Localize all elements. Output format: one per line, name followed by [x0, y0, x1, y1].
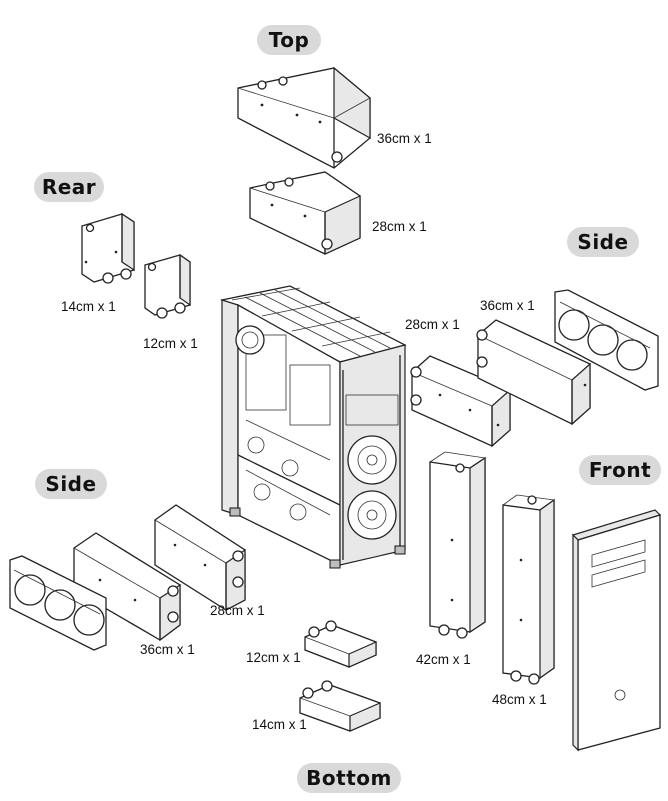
section-label-rear: Rear [34, 172, 104, 202]
radiator-side-left-28cm [154, 504, 246, 611]
size-label-top-36: 36cm x 1 [377, 131, 432, 146]
radiator-side-right-36cm [476, 319, 591, 426]
section-label-side-left: Side [35, 469, 107, 499]
radiator-bottom-14cm [299, 680, 381, 732]
size-label-bottom-12: 12cm x 1 [246, 650, 301, 665]
size-label-top-28: 28cm x 1 [372, 219, 427, 234]
radiator-bottom-12cm [304, 620, 377, 668]
size-label-side-left-28: 28cm x 1 [210, 603, 265, 618]
section-label-top: Top [257, 25, 321, 55]
size-label-front-42: 42cm x 1 [416, 652, 471, 667]
size-label-side-left-36: 36cm x 1 [140, 642, 195, 657]
computer-case [220, 285, 407, 569]
size-label-side-right-28: 28cm x 1 [405, 317, 460, 332]
radiator-rear-14cm [81, 212, 135, 284]
fan-bracket-side-left [9, 555, 107, 651]
size-label-rear-12: 12cm x 1 [143, 336, 198, 351]
radiator-rear-12cm [144, 253, 191, 319]
section-label-bottom: Bottom [297, 763, 401, 793]
size-label-front-48: 48cm x 1 [492, 692, 547, 707]
section-label-front: Front [579, 455, 661, 485]
size-label-bottom-14: 14cm x 1 [252, 717, 307, 732]
radiator-front-48cm [502, 494, 555, 685]
radiator-front-42cm [429, 451, 486, 639]
size-label-rear-14: 14cm x 1 [61, 299, 116, 314]
radiator-top-28cm [249, 171, 361, 255]
size-label-side-right-36: 36cm x 1 [480, 298, 535, 313]
radiator-side-right-28cm [410, 355, 511, 448]
section-label-side-right: Side [567, 227, 639, 257]
radiator-top-36cm [237, 66, 371, 169]
fan-bracket-side-right [554, 289, 659, 391]
front-panel [571, 509, 662, 752]
